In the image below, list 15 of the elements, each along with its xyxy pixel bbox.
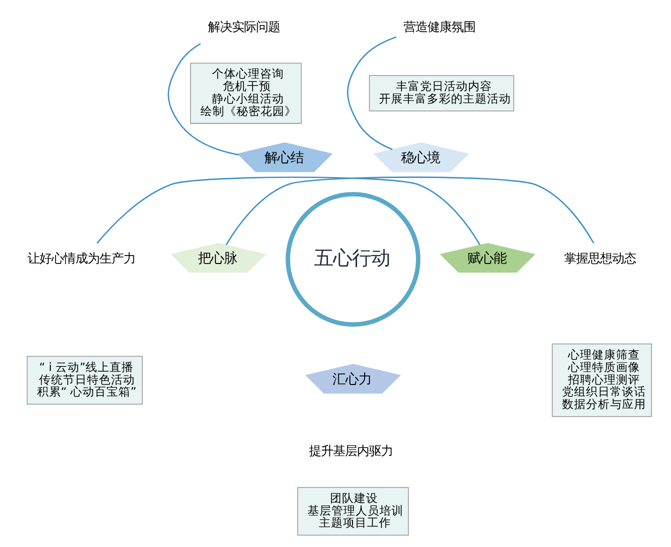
node-text: 让好心情成为生产力 [27,250,136,266]
node-box: 心理健康筛查 心理特质画像 招聘心理测评 党组织日常谈话 数据分析与应用 [551,343,652,417]
node-text: 解决实际问题 [207,19,280,34]
node-box: “ i 云动”线上直播 传统节日特色活动 积累“ 心动百宝箱” [26,356,142,405]
node-box: 丰富党日活动内容 开展丰富多彩的主题活动 [368,75,514,112]
node-box: 团队建设 基层管理人员培训 主题项目工作 [296,486,408,536]
connector [167,43,238,156]
node-text: 营造健康氛围 [403,19,476,34]
connector [96,176,480,246]
node-circle: 五心行动 [285,192,420,327]
node-box: 个体心理咨询 危机干预 静心小组活动 绘制《秘密花园》 [190,62,302,124]
connector [225,176,594,246]
node-text: 提升基层内驱力 [308,443,392,458]
connector [346,36,396,150]
node-text: 掌握思想动态 [563,250,636,266]
